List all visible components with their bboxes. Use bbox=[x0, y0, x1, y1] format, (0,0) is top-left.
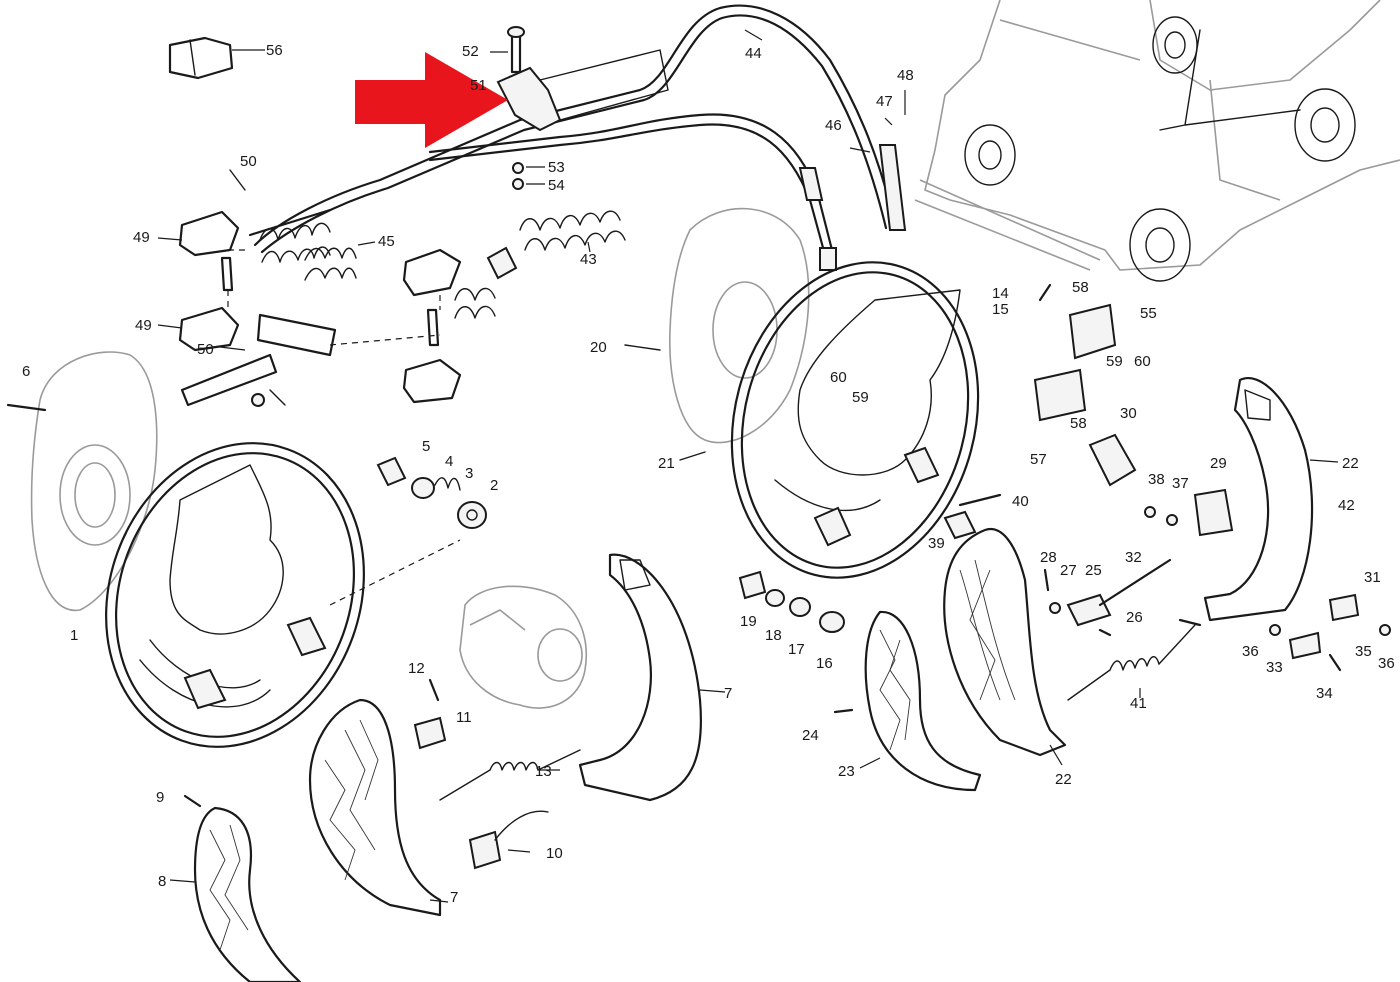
callout-3: 3 bbox=[465, 465, 473, 482]
adjuster-hardware bbox=[738, 283, 1391, 672]
left-backing-plate-6 bbox=[6, 351, 158, 612]
callout-32: 32 bbox=[1125, 549, 1142, 566]
callout-7: 7 bbox=[724, 685, 732, 702]
brake-shoe-22-lower bbox=[943, 527, 1067, 766]
callout-49-b: 49 bbox=[135, 317, 152, 334]
callout-55: 55 bbox=[1140, 305, 1157, 322]
callout-labels: 56 52 51 53 54 44 48 47 46 50 49 45 43 4… bbox=[22, 42, 1395, 906]
return-spring-13 bbox=[439, 749, 581, 801]
callout-33: 33 bbox=[1266, 659, 1283, 676]
callout-1: 1 bbox=[70, 627, 78, 644]
wheel-cylinder bbox=[459, 585, 587, 709]
callout-5: 5 bbox=[422, 438, 430, 455]
callout-18: 18 bbox=[765, 627, 782, 644]
callout-37: 37 bbox=[1172, 475, 1189, 492]
callout-22: 22 bbox=[1342, 455, 1359, 472]
callout-27: 27 bbox=[1060, 562, 1077, 579]
brake-shoe-7-upper bbox=[578, 553, 726, 802]
callout-14: 14 bbox=[992, 285, 1009, 302]
callout-25: 25 bbox=[1085, 562, 1102, 579]
cable-ends-left bbox=[248, 208, 626, 319]
callout-46: 46 bbox=[825, 117, 842, 134]
callout-56: 56 bbox=[266, 42, 283, 59]
callout-44: 44 bbox=[745, 45, 762, 62]
callout-60: 60 bbox=[830, 369, 847, 386]
callout-59-b: 59 bbox=[1106, 353, 1123, 370]
callout-48: 48 bbox=[897, 67, 914, 84]
return-spring-41 bbox=[1067, 624, 1196, 701]
callout-13: 13 bbox=[535, 763, 552, 780]
callout-41: 41 bbox=[1130, 695, 1147, 712]
callout-8: 8 bbox=[158, 873, 166, 890]
brake-shoe-7-lower bbox=[308, 698, 449, 917]
callout-31: 31 bbox=[1364, 569, 1381, 586]
callout-30: 30 bbox=[1120, 405, 1137, 422]
brake-lining-23 bbox=[859, 610, 982, 792]
brake-backing-plate-21 bbox=[624, 207, 980, 579]
callout-16: 16 bbox=[816, 655, 833, 672]
callout-2: 2 bbox=[490, 477, 498, 494]
callout-38: 38 bbox=[1148, 471, 1165, 488]
callout-58: 58 bbox=[1072, 279, 1089, 296]
callout-42: 42 bbox=[1338, 497, 1355, 514]
callout-57: 57 bbox=[1030, 451, 1047, 468]
callout-45: 45 bbox=[378, 233, 395, 250]
cable-44-upper bbox=[253, 4, 897, 254]
callout-51: 51 bbox=[470, 77, 487, 94]
callout-36-b: 36 bbox=[1378, 655, 1395, 672]
callout-54: 54 bbox=[548, 177, 565, 194]
callout-40: 40 bbox=[1012, 493, 1029, 510]
pins-bushings bbox=[183, 678, 854, 870]
callout-10: 10 bbox=[546, 845, 563, 862]
callout-15: 15 bbox=[992, 301, 1009, 318]
callout-53: 53 bbox=[548, 159, 565, 176]
callout-47: 47 bbox=[876, 93, 893, 110]
callout-36: 36 bbox=[1242, 643, 1259, 660]
callout-52: 52 bbox=[462, 43, 479, 60]
callout-29: 29 bbox=[1210, 455, 1227, 472]
callout-59: 59 bbox=[852, 389, 869, 406]
callout-43: 43 bbox=[580, 251, 597, 268]
callout-26: 26 bbox=[1126, 609, 1143, 626]
callout-23: 23 bbox=[838, 763, 855, 780]
highlight-arrow bbox=[355, 52, 508, 148]
brake-backing-plate-1 bbox=[105, 442, 365, 748]
callout-19: 19 bbox=[740, 613, 757, 630]
callout-50-b: 50 bbox=[197, 341, 214, 358]
callout-21: 21 bbox=[658, 455, 675, 472]
callout-4: 4 bbox=[445, 453, 453, 470]
callout-20: 20 bbox=[590, 339, 607, 356]
callout-39: 39 bbox=[928, 535, 945, 552]
vehicle-silhouette bbox=[914, 0, 1400, 282]
callout-12: 12 bbox=[408, 660, 425, 677]
callout-58-b: 58 bbox=[1070, 415, 1087, 432]
callout-17: 17 bbox=[788, 641, 805, 658]
callout-11: 11 bbox=[456, 709, 472, 726]
callout-24: 24 bbox=[802, 727, 819, 744]
callout-60-b: 60 bbox=[1134, 353, 1151, 370]
callout-22-b: 22 bbox=[1055, 771, 1072, 788]
callout-6: 6 bbox=[22, 363, 30, 380]
cable-43-lower bbox=[428, 90, 907, 271]
linkage-plates-49-50 bbox=[157, 169, 462, 407]
part-56-bracket bbox=[168, 36, 265, 80]
callout-9: 9 bbox=[156, 789, 164, 806]
callout-28: 28 bbox=[1040, 549, 1057, 566]
callout-35: 35 bbox=[1355, 643, 1372, 660]
callout-50: 50 bbox=[240, 153, 257, 170]
pin-washer-set-2-5 bbox=[329, 456, 487, 606]
brake-lining-8 bbox=[169, 806, 302, 982]
brake-shoe-22-right bbox=[1203, 377, 1339, 622]
callout-49: 49 bbox=[133, 229, 150, 246]
callout-34: 34 bbox=[1316, 685, 1333, 702]
callout-7-b: 7 bbox=[450, 889, 458, 906]
